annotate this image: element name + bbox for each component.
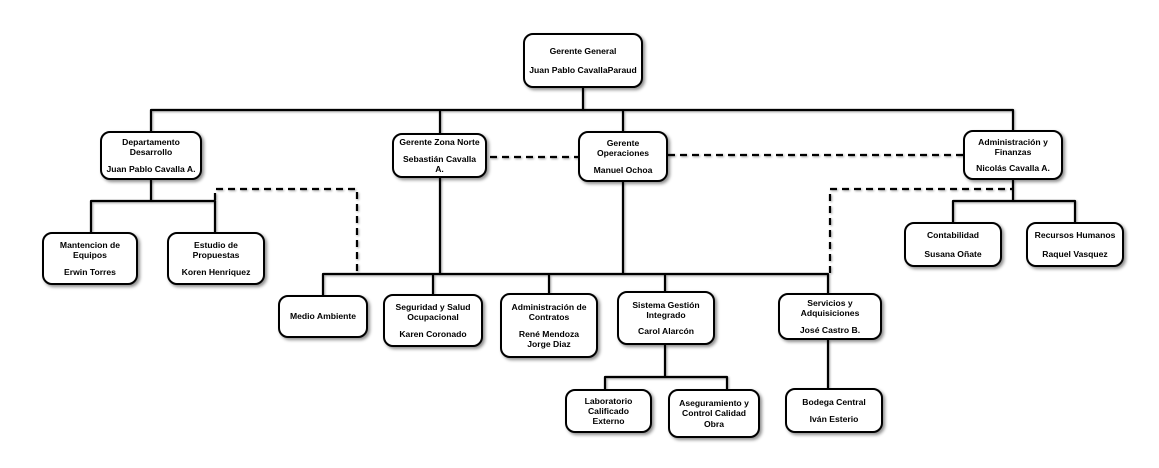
org-node-sistema-gestion[interactable]: Sistema Gestión Integrado Carol Alarcón bbox=[617, 291, 715, 345]
node-title: Estudio de Propuestas bbox=[192, 239, 240, 260]
node-person: Iván Esterio bbox=[809, 414, 859, 424]
node-title: Laboratorio Calificado Externo bbox=[584, 395, 633, 427]
org-node-contabilidad[interactable]: Contabilidad Susana Oñate bbox=[904, 222, 1002, 267]
node-title: Recursos Humanos bbox=[1034, 230, 1116, 241]
node-title: Gerente Operaciones bbox=[596, 138, 650, 159]
org-node-estudio-propuestas[interactable]: Estudio de Propuestas Koren Henriquez bbox=[167, 232, 265, 285]
node-person: Karen Coronado bbox=[399, 328, 467, 339]
node-title: Gerente General bbox=[549, 46, 617, 57]
org-node-recursos-humanos[interactable]: Recursos Humanos Raquel Vasquez bbox=[1026, 222, 1124, 267]
connector-solid-lines bbox=[89, 88, 1077, 389]
node-title: Seguridad y Salud Ocupacional bbox=[395, 302, 471, 323]
org-node-gerente-general[interactable]: Gerente General Juan Pablo CavallaParaud bbox=[523, 33, 643, 88]
node-title: Bodega Central bbox=[802, 396, 866, 407]
node-title: Sistema Gestión Integrado bbox=[632, 299, 700, 320]
org-node-administracion-contratos[interactable]: Administración de Contratos René Mendoza… bbox=[500, 293, 598, 358]
org-node-gerente-zona-norte[interactable]: Gerente Zona Norte Sebastián Cavalla A. bbox=[392, 133, 487, 178]
node-person: René Mendoza Jorge Diaz bbox=[518, 329, 580, 350]
node-title: Medio Ambiente bbox=[289, 311, 357, 322]
node-person: Nicolás Cavalla A. bbox=[976, 163, 1050, 174]
node-person: Koren Henriquez bbox=[181, 267, 251, 278]
node-title: Contabilidad bbox=[926, 230, 980, 241]
node-title: Aseguramiento y Control Calidad Obra bbox=[679, 398, 749, 429]
node-person: Carol Alarcón bbox=[637, 326, 695, 337]
connector-dashed-lines bbox=[213, 153, 1012, 273]
org-node-seguridad-salud[interactable]: Seguridad y Salud Ocupacional Karen Coro… bbox=[383, 294, 483, 347]
node-person: Juan Pablo CavallaParaud bbox=[529, 64, 637, 75]
node-title: Administración de Contratos bbox=[511, 301, 587, 322]
org-node-mantencion-equipos[interactable]: Mantencion de Equipos Erwin Torres bbox=[42, 232, 138, 285]
node-person: Juan Pablo Cavalla A. bbox=[106, 163, 196, 174]
org-node-laboratorio[interactable]: Laboratorio Calificado Externo bbox=[565, 389, 652, 433]
org-node-departamento-desarrollo[interactable]: Departamento Desarrollo Juan Pablo Caval… bbox=[100, 131, 202, 180]
node-person: Susana Oñate bbox=[924, 248, 982, 259]
org-node-bodega-central[interactable]: Bodega Central Iván Esterio bbox=[785, 388, 883, 433]
node-person: Sebastián Cavalla A. bbox=[402, 153, 477, 175]
org-node-gerente-operaciones[interactable]: Gerente Operaciones Manuel Ochoa bbox=[578, 131, 668, 182]
node-title: Administración y Finanzas bbox=[978, 136, 1048, 157]
org-node-aseguramiento[interactable]: Aseguramiento y Control Calidad Obra bbox=[668, 389, 760, 438]
node-title: Gerente Zona Norte bbox=[399, 136, 480, 147]
node-title: Departamento Desarrollo bbox=[122, 137, 180, 158]
org-node-administracion-finanzas[interactable]: Administración y Finanzas Nicolás Cavall… bbox=[963, 130, 1063, 180]
org-node-servicios-adquisiciones[interactable]: Servicios y Adquisiciones José Castro B. bbox=[778, 293, 882, 340]
node-person: José Castro B. bbox=[799, 324, 861, 335]
node-person: Manuel Ochoa bbox=[593, 164, 653, 175]
node-person: Erwin Torres bbox=[64, 267, 116, 278]
node-person: Raquel Vasquez bbox=[1042, 248, 1108, 259]
node-title: Servicios y Adquisiciones bbox=[800, 298, 860, 319]
node-title: Mantencion de Equipos bbox=[59, 239, 121, 260]
org-node-medio-ambiente[interactable]: Medio Ambiente bbox=[278, 295, 368, 338]
